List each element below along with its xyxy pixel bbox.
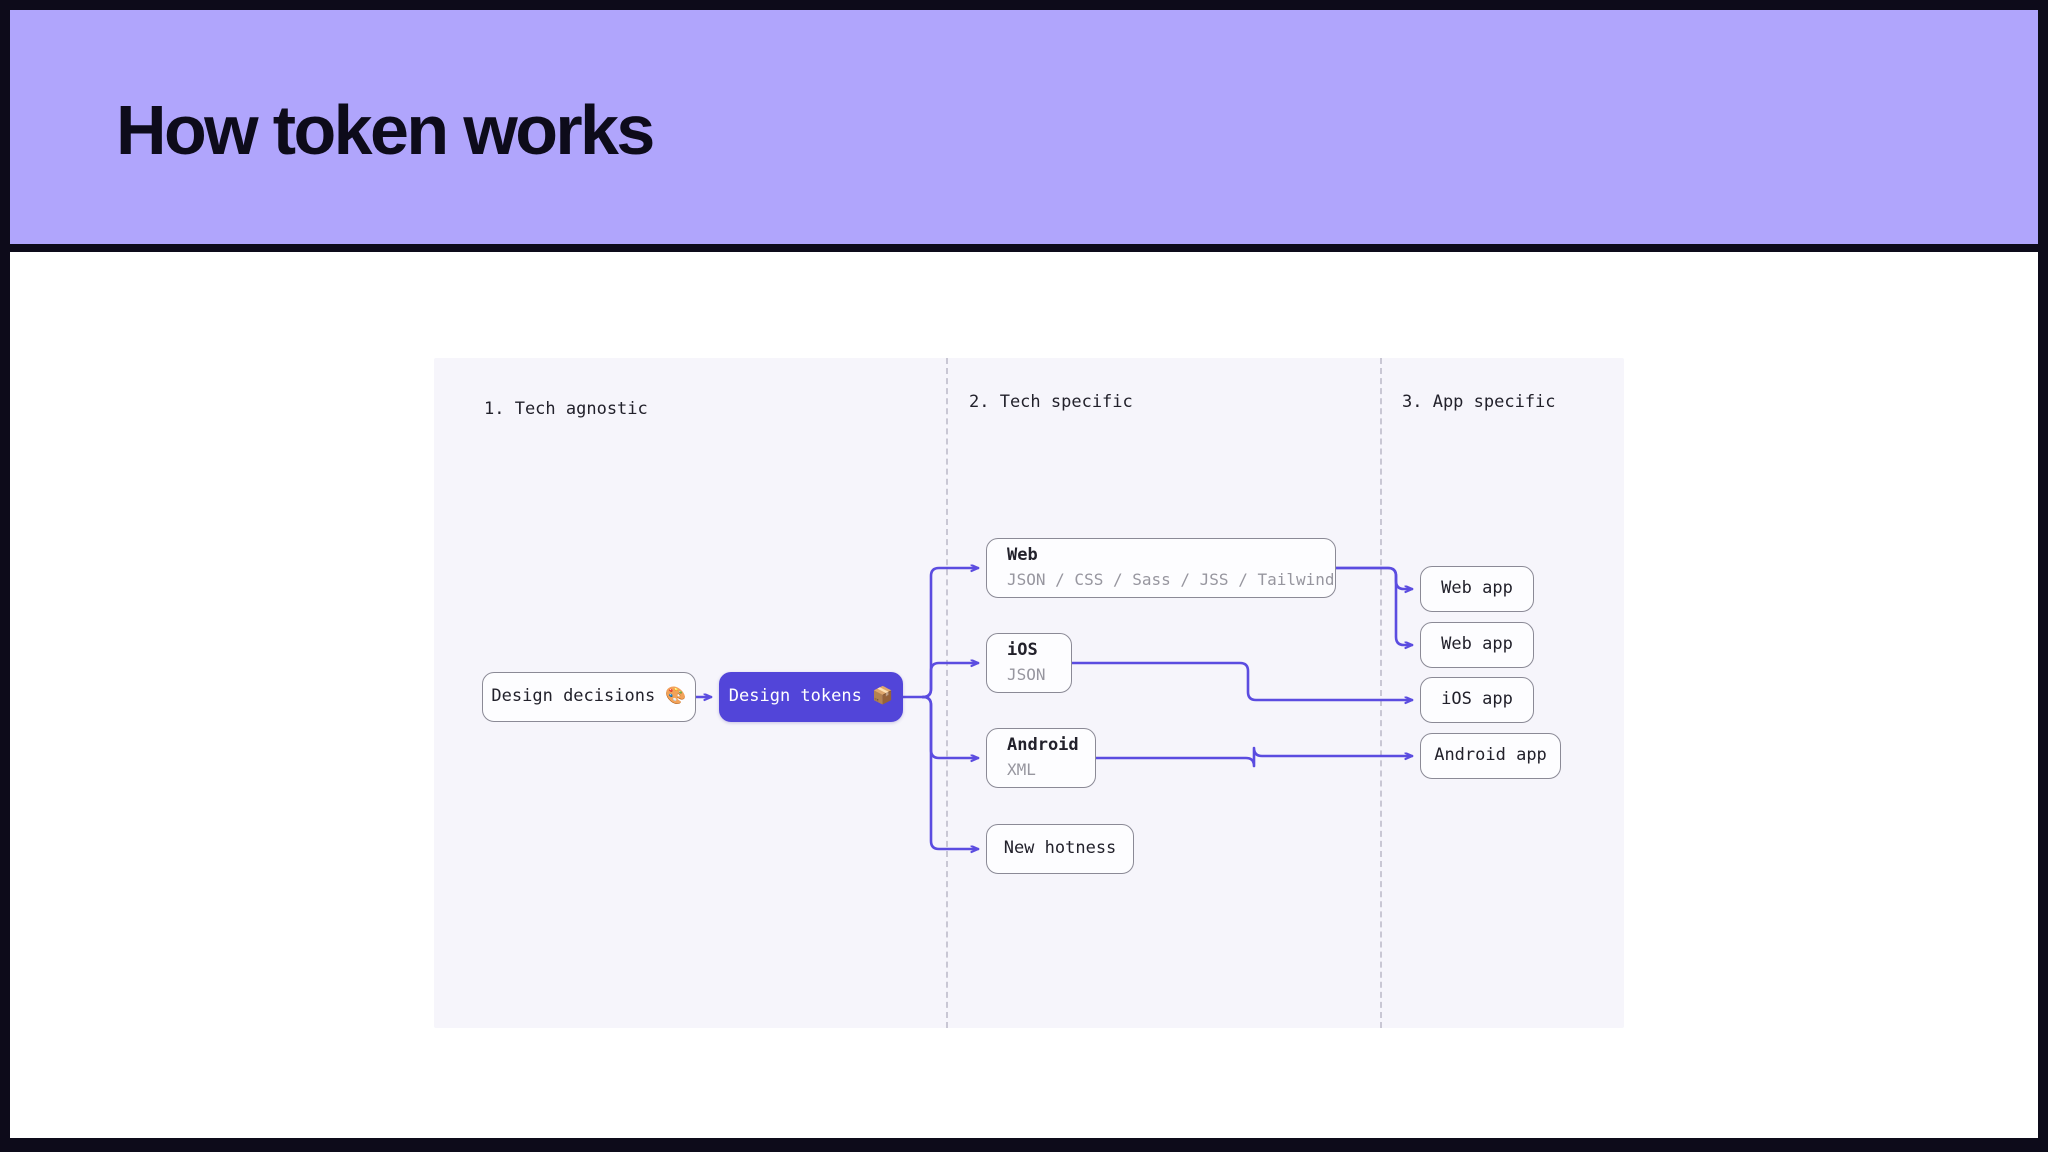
node-ios-subtitle: JSON: [1007, 664, 1046, 684]
node-design-tokens-label: Design tokens 📦: [728, 686, 894, 707]
node-design-tokens[interactable]: Design tokens 📦: [719, 672, 903, 722]
column-divider-1: [946, 358, 948, 1028]
page-title: How token works: [116, 91, 655, 169]
node-web-app-1[interactable]: Web app: [1420, 566, 1534, 612]
edge-tokens-to-ios: [921, 663, 980, 699]
edge-android-helper-3: [1096, 748, 1254, 766]
node-web-app-1-label: Web app: [1441, 578, 1513, 599]
node-ios-label: iOS: [1007, 640, 1038, 661]
node-design-decisions[interactable]: Design decisions 🎨: [482, 672, 696, 722]
edge-tokens-to-web: [921, 568, 980, 699]
node-android-app-label: Android app: [1434, 745, 1547, 766]
column-divider-2: [1380, 358, 1382, 1028]
edge-android-helper-2: [1096, 748, 1268, 766]
node-android[interactable]: Android XML: [986, 728, 1096, 788]
node-web-app-2-label: Web app: [1441, 634, 1513, 655]
node-web-subtitle: JSON / CSS / Sass / JSS / Tailwind: [1007, 569, 1335, 589]
node-ios[interactable]: iOS JSON: [986, 633, 1072, 693]
node-new-hotness-label: New hotness: [1003, 838, 1117, 859]
edge-android-helper: [1096, 748, 1268, 766]
node-android-subtitle: XML: [1007, 759, 1036, 779]
node-new-hotness[interactable]: New hotness: [986, 824, 1134, 874]
edge-tokens-to-new-hotness: [921, 695, 980, 849]
node-design-decisions-label: Design decisions 🎨: [491, 686, 687, 707]
node-android-label: Android: [1007, 735, 1079, 756]
node-ios-app-label: iOS app: [1441, 689, 1513, 710]
edge-web-to-webapp-2: [1334, 566, 1414, 645]
diagram-panel: 1. Tech agnostic 2. Tech specific 3. App…: [434, 358, 1624, 1028]
edge-web-to-webapp-1: [1334, 566, 1414, 589]
edge-tokens-to-android: [921, 695, 980, 758]
column-heading-app-specific: 3. App specific: [1402, 392, 1556, 412]
column-heading-tech-specific: 2. Tech specific: [969, 392, 1133, 412]
edge-android-to-android-app: [1094, 746, 1414, 768]
node-web-app-2[interactable]: Web app: [1420, 622, 1534, 668]
header-band: How token works: [10, 10, 2038, 244]
node-android-app[interactable]: Android app: [1420, 733, 1561, 779]
slide-canvas: 1. Tech agnostic 2. Tech specific 3. App…: [10, 252, 2038, 1138]
edge-ios-to-ios-app: [1070, 661, 1414, 700]
node-ios-app[interactable]: iOS app: [1420, 677, 1534, 723]
node-web[interactable]: Web JSON / CSS / Sass / JSS / Tailwind: [986, 538, 1336, 598]
node-web-label: Web: [1007, 545, 1038, 566]
column-heading-tech-agnostic: 1. Tech agnostic: [484, 399, 648, 419]
edge-android-helper-4: [1096, 748, 1254, 766]
